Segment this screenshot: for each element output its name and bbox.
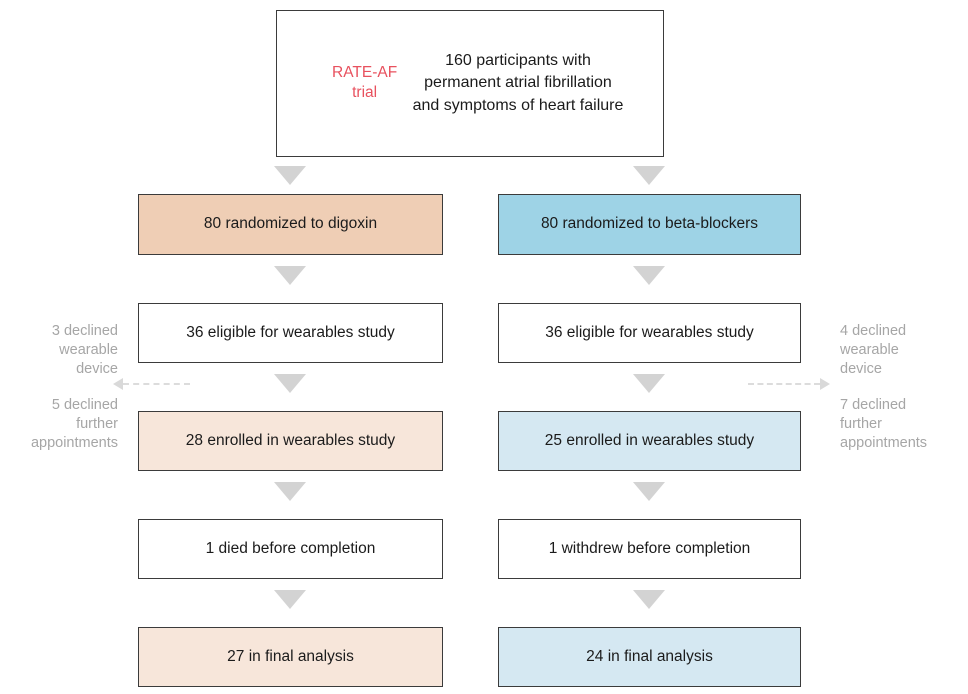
top-box-content: RATE-AF trial 160 participants with perm… [277, 50, 663, 117]
exclusion-arrow-left [113, 377, 190, 391]
box-digoxin-died: 1 died before completion [138, 519, 443, 579]
box-betablocker-enrolled: 25 enrolled in wearables study [498, 411, 801, 471]
box-digoxin-randomized: 80 randomized to digoxin [138, 194, 443, 255]
cohort-description: 160 participants with permanent atrial f… [412, 51, 624, 114]
chevron-down-icon-right-2 [633, 266, 665, 285]
box-betablocker-eligible: 36 eligible for wearables study [498, 303, 801, 363]
box-digoxin-enrolled: 28 enrolled in wearables study [138, 411, 443, 471]
box-betablocker-final-analysis: 24 in final analysis [498, 627, 801, 687]
chevron-down-icon-left-4 [274, 482, 306, 501]
dashed-line-right [748, 383, 820, 385]
chevron-down-icon-left-1 [274, 166, 306, 185]
dashed-line-left [123, 383, 190, 385]
chevron-down-icon-left-5 [274, 590, 306, 609]
note-left-declined-appointments: 5 declined further appointments [30, 397, 118, 452]
top-summary-box: RATE-AF trial 160 participants with perm… [276, 10, 664, 157]
chevron-down-icon-right-3 [633, 374, 665, 393]
chevron-down-icon-right-1 [633, 166, 665, 185]
note-right-declined-wearable: 4 declined wearable device [840, 323, 907, 378]
box-betablocker-withdrew: 1 withdrew before completion [498, 519, 801, 579]
chevron-down-icon-right-5 [633, 590, 665, 609]
note-right-declined-appointments: 7 declined further appointments [840, 397, 928, 452]
trial-name-label: RATE-AF trial [332, 63, 398, 102]
box-digoxin-final-analysis: 27 in final analysis [138, 627, 443, 687]
chevron-down-icon-left-2 [274, 266, 306, 285]
chevron-down-icon-right-4 [633, 482, 665, 501]
arrow-head-right-icon [820, 378, 830, 390]
box-digoxin-eligible: 36 eligible for wearables study [138, 303, 443, 363]
note-left-declined-wearable: 3 declined wearable device [51, 323, 118, 378]
chevron-down-icon-left-3 [274, 374, 306, 393]
arrow-head-left-icon [113, 378, 123, 390]
box-betablocker-randomized: 80 randomized to beta-blockers [498, 194, 801, 255]
exclusion-arrow-right [748, 377, 830, 391]
